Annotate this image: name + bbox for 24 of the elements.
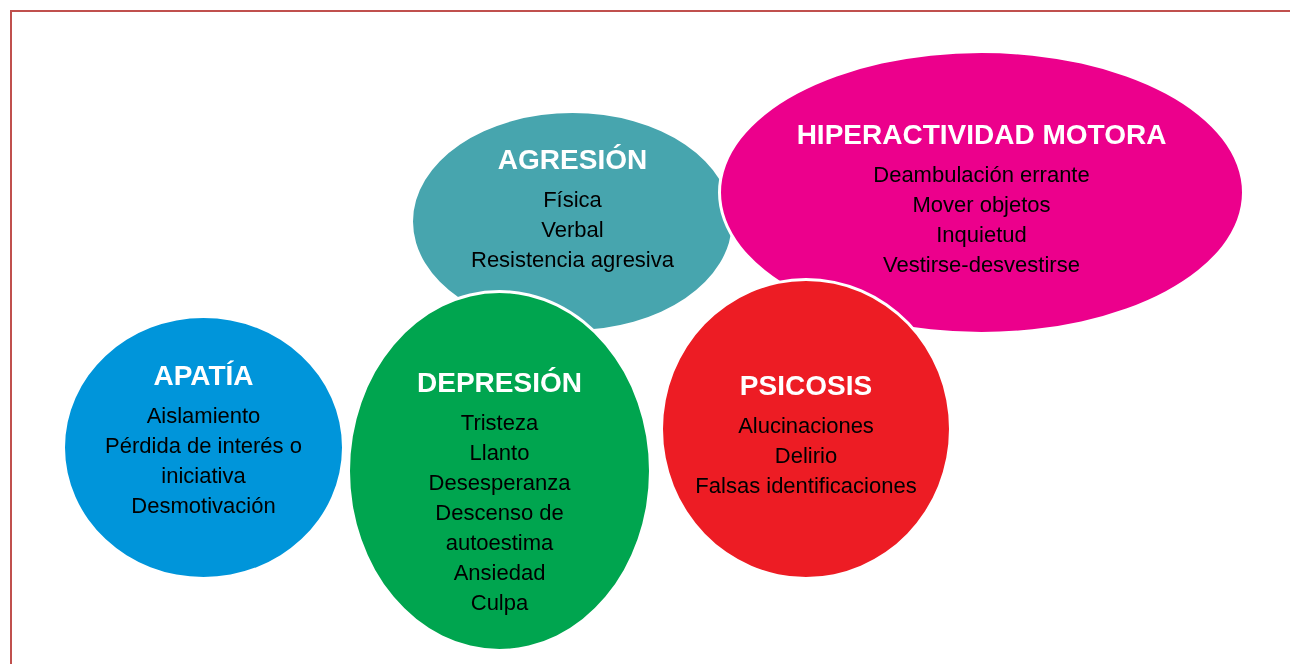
- category-title: HIPERACTIVIDAD MOTORA: [796, 118, 1167, 152]
- symptom-text: Descenso de autoestima: [434, 499, 565, 557]
- symptom-text: Vestirse-desvestirse: [883, 251, 1080, 279]
- symptom-text: Llanto: [469, 439, 530, 467]
- category-title: AGRESIÓN: [497, 143, 648, 177]
- symptom-text: Física: [543, 186, 602, 214]
- symptom-text: Tristeza: [460, 409, 539, 437]
- symptom-text: Mover objetos: [912, 191, 1051, 219]
- symptom-text: Aislamiento: [146, 402, 261, 430]
- symptom-text: Deambulación errante: [873, 161, 1090, 189]
- symptom-text: Resistencia agresiva: [471, 246, 674, 274]
- category-title: DEPRESIÓN: [417, 366, 582, 400]
- symptom-text: Falsas identificaciones: [695, 472, 917, 500]
- category-title: APATÍA: [153, 359, 254, 393]
- symptom-text: Alucinaciones: [738, 412, 874, 440]
- symptom-text: Desmotivación: [131, 492, 276, 520]
- symptom-text: Inquietud: [936, 221, 1027, 249]
- symptom-text: Delirio: [774, 442, 838, 470]
- category-title: PSICOSIS: [739, 369, 873, 403]
- symptom-text: Culpa: [470, 589, 529, 617]
- symptom-text: Desesperanza: [428, 469, 571, 497]
- symptom-text: Pérdida de interés o iniciativa: [104, 432, 303, 490]
- symptom-text: Ansiedad: [453, 559, 546, 587]
- symptom-text: Verbal: [541, 216, 604, 244]
